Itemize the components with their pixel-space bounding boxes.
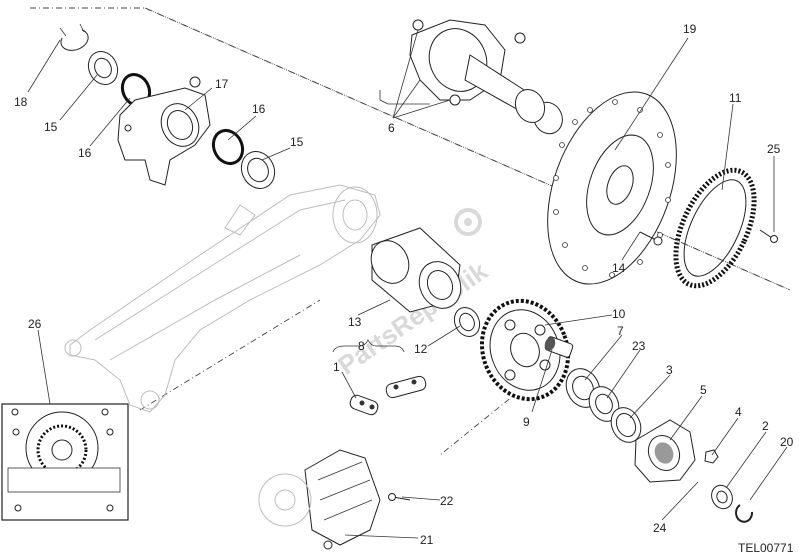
callout-22: 22 xyxy=(440,494,454,508)
inset-box xyxy=(1,403,129,521)
disc-screw xyxy=(639,231,663,246)
callout-16: 16 xyxy=(78,146,92,160)
circlip xyxy=(59,23,89,51)
callout-25: 25 xyxy=(767,142,781,156)
callout-1: 1 xyxy=(333,360,340,374)
bush-23 xyxy=(588,386,620,422)
callout-23: 23 xyxy=(632,339,646,353)
axle-nut xyxy=(711,484,733,510)
spacer-ring-15-left xyxy=(87,50,119,86)
sprocket-flange xyxy=(634,419,696,483)
bearing-sleeve xyxy=(370,227,462,313)
callout-20: 20 xyxy=(780,435,794,449)
callout-19: 19 xyxy=(683,22,697,36)
callout-15: 15 xyxy=(44,120,58,134)
sprocket-cover xyxy=(258,449,381,550)
swingarm-outline xyxy=(64,184,381,413)
callout-5: 5 xyxy=(700,383,707,397)
flange-nut xyxy=(704,449,719,464)
rear-sprocket xyxy=(479,298,571,402)
spacer xyxy=(453,306,481,338)
callout-8: 8 xyxy=(358,339,365,353)
reference-code: TEL00771 xyxy=(738,541,794,555)
callout-10: 10 xyxy=(612,307,626,321)
callout-6: 6 xyxy=(388,121,395,135)
rear-hub-axle xyxy=(409,19,563,135)
callout-11: 11 xyxy=(729,91,742,105)
tone-ring-screw xyxy=(759,229,778,243)
sprocket-pin xyxy=(544,336,574,358)
callout-2: 2 xyxy=(762,419,769,433)
callout-16: 16 xyxy=(252,102,266,116)
callout-17: 17 xyxy=(215,77,229,91)
callout-26: 26 xyxy=(28,317,42,331)
seal xyxy=(610,407,642,443)
callout-18: 18 xyxy=(14,95,28,109)
callout-13: 13 xyxy=(348,315,362,329)
axle-circlip xyxy=(735,504,754,523)
brake-disc xyxy=(547,91,677,285)
disc-holes xyxy=(553,99,671,278)
gear-watermark-icon xyxy=(454,208,482,236)
cover-screw xyxy=(388,493,411,501)
callout-14: 14 xyxy=(612,261,626,275)
o-ring-16-right xyxy=(211,128,245,166)
front-sprocket-ghost xyxy=(258,473,312,527)
leader-lines xyxy=(27,29,788,539)
abs-tone-ring xyxy=(673,167,757,289)
callout-3: 3 xyxy=(666,363,673,377)
chain-link xyxy=(332,339,427,416)
callout-4: 4 xyxy=(735,405,742,419)
callout-12: 12 xyxy=(414,342,428,356)
callout-labels: 18 15 16 17 16 15 6 19 11 25 14 13 10 12… xyxy=(14,22,794,547)
callout-21: 21 xyxy=(420,533,434,547)
callout-9: 9 xyxy=(523,415,530,429)
spacer-ring-15-right xyxy=(240,151,276,189)
callout-24: 24 xyxy=(653,521,667,535)
callout-7: 7 xyxy=(617,324,624,338)
callout-15: 15 xyxy=(290,135,304,149)
eccentric-bracket xyxy=(117,76,211,186)
